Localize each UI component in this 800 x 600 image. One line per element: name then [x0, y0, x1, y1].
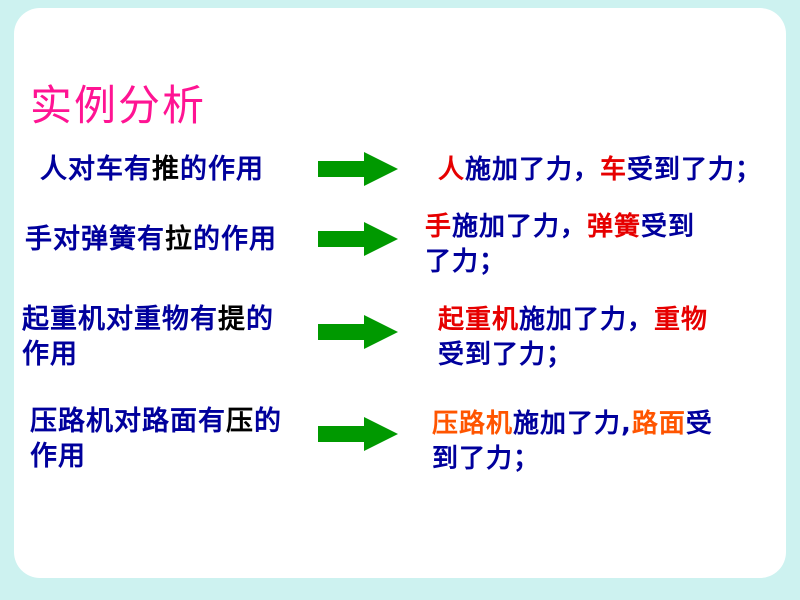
- cause-text-pull: 手对弹簧有拉的作用: [25, 223, 337, 258]
- text-segment: 推: [152, 154, 180, 185]
- text-segment: 拉: [165, 224, 193, 255]
- text-segment: 起重机: [438, 305, 520, 335]
- text-segment: 的作用: [180, 154, 264, 185]
- text-segment: 受到了力；: [425, 212, 696, 277]
- text-segment: 施加了力，: [452, 212, 588, 242]
- text-segment: 的作用: [193, 224, 277, 255]
- text-segment: 施加了力，: [465, 155, 601, 185]
- text-segment: 施加了力，: [519, 305, 655, 335]
- slide-content-area: [14, 8, 786, 578]
- effect-text-press: 压路机施加了力,路面受到了力；: [432, 407, 734, 476]
- arrow-right-icon: [318, 222, 398, 256]
- cause-text-lift: 起重机对重物有提的作用: [22, 303, 276, 372]
- effect-text-pull: 手施加了力，弹簧受到了力；: [425, 210, 701, 279]
- arrow-right-icon: [318, 315, 398, 349]
- text-segment: 施加了力,: [513, 409, 632, 439]
- text-segment: 起重机对重物有: [22, 304, 218, 335]
- text-segment: 的作用: [30, 406, 282, 472]
- text-segment: 受到了力；: [438, 339, 574, 370]
- cause-text-push: 人对车有推的作用: [40, 153, 340, 188]
- text-segment: 受到了力；: [432, 409, 713, 474]
- text-segment: 车: [600, 155, 628, 185]
- page-title: 实例分析: [30, 81, 207, 130]
- text-segment: 路面: [631, 409, 686, 439]
- effect-text-push: 人施加了力，车受到了力；: [438, 153, 784, 188]
- text-segment: 的作用: [22, 304, 274, 370]
- text-segment: 人: [438, 155, 466, 185]
- cause-text-press: 压路机对路面有压的作用: [30, 405, 284, 474]
- text-segment: 重物: [654, 305, 709, 335]
- text-segment: 压路机对路面有: [30, 406, 226, 437]
- text-segment: 手对弹簧有: [25, 224, 165, 255]
- text-segment: 压: [226, 406, 254, 437]
- effect-text-lift: 起重机施加了力，重物受到了力；: [438, 303, 714, 372]
- text-segment: 压路机: [432, 409, 514, 439]
- text-segment: 人对车有: [40, 154, 152, 185]
- text-segment: 弹簧: [587, 212, 642, 242]
- arrow-right-icon: [318, 417, 398, 451]
- arrow-right-icon: [318, 152, 398, 186]
- text-segment: 提: [218, 304, 246, 335]
- text-segment: 手: [425, 212, 453, 242]
- text-segment: 受到了力；: [627, 155, 763, 185]
